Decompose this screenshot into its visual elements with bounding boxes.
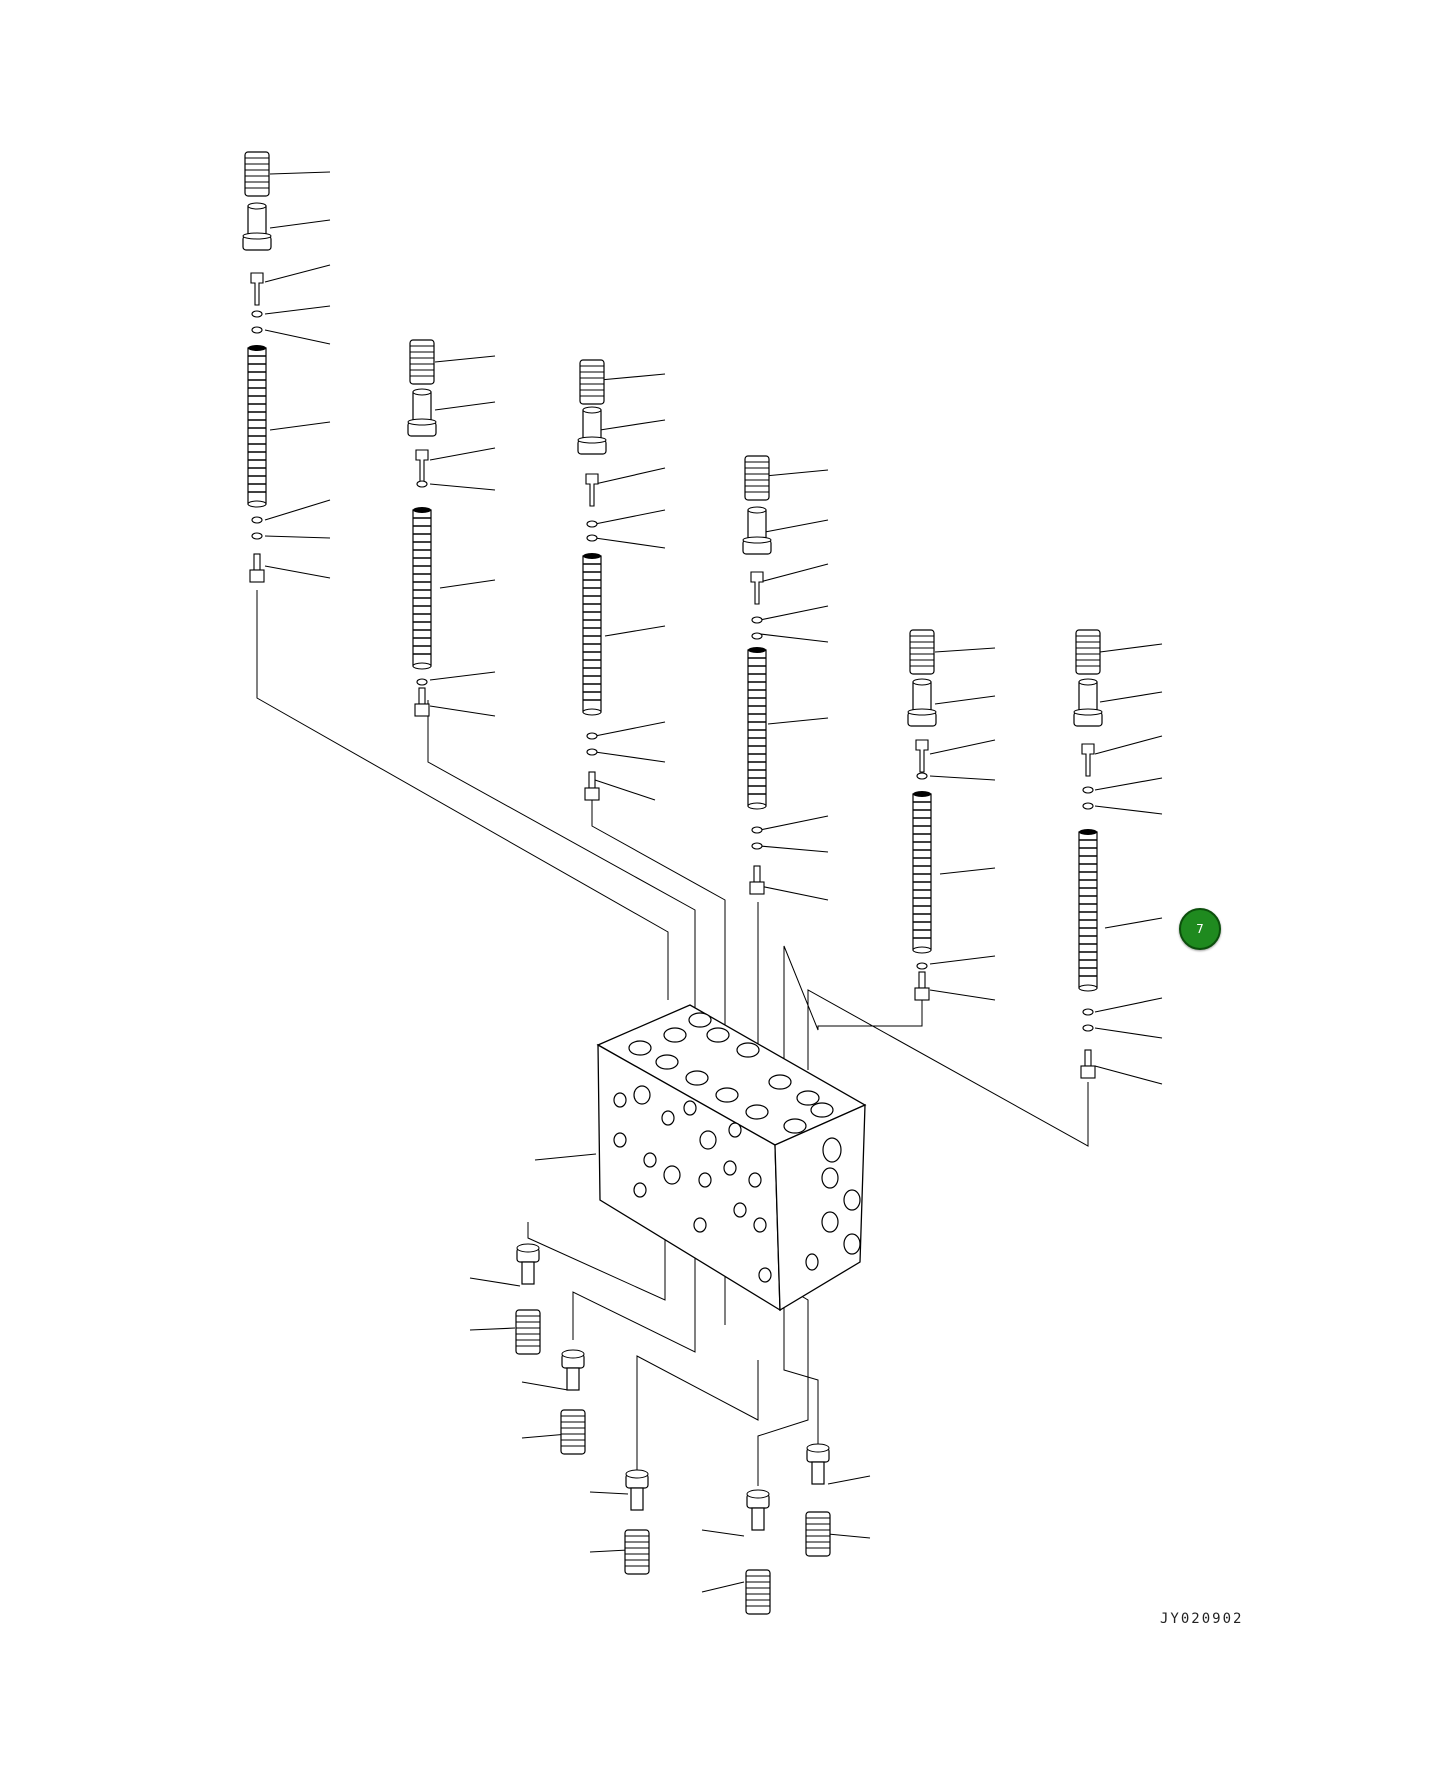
column-5-parts xyxy=(907,629,937,1001)
column-2-parts xyxy=(407,339,437,717)
callout-hotspot[interactable]: 7 xyxy=(1179,908,1221,950)
assembly-path-lines xyxy=(256,590,1089,1486)
leader-lines xyxy=(264,171,1163,1593)
valve-body xyxy=(596,1004,867,1312)
column-6-parts xyxy=(1073,629,1103,1079)
drawing-code-label: JY020902 xyxy=(1160,1611,1244,1627)
column-1-parts xyxy=(242,151,272,583)
column-3-parts xyxy=(577,359,607,801)
